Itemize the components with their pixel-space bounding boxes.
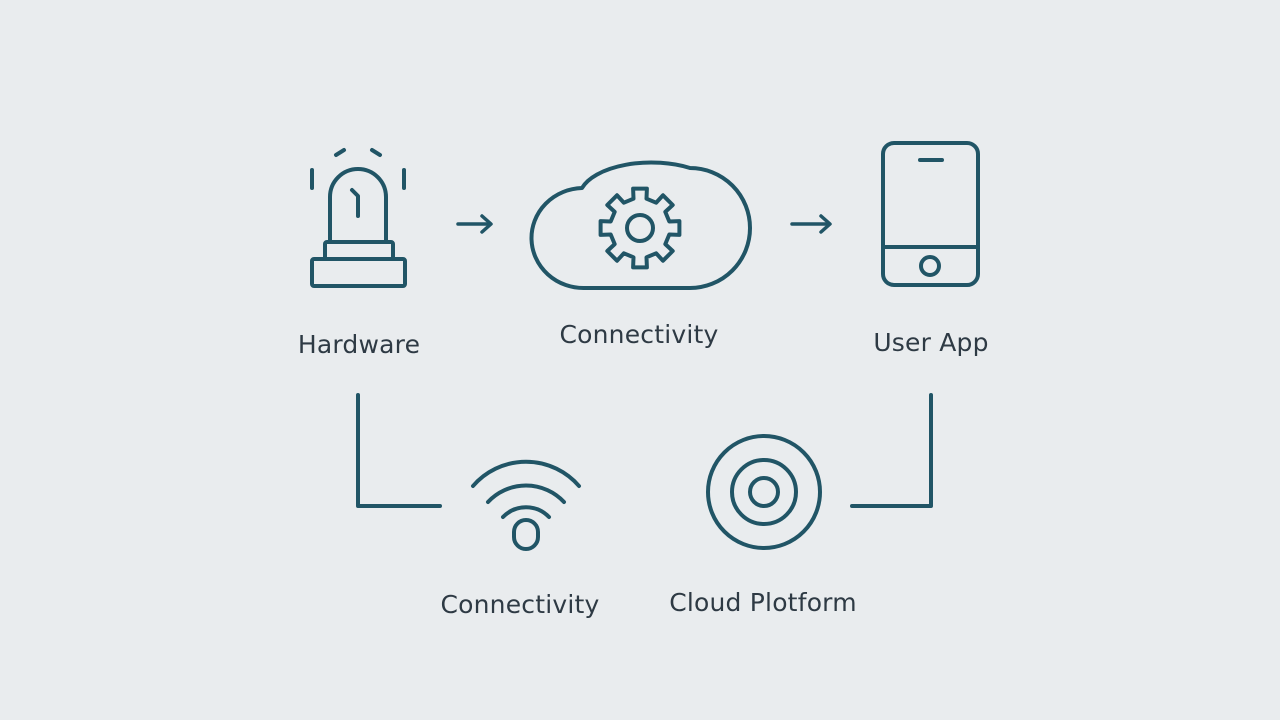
label-cloud-platform: Cloud Plotform bbox=[669, 588, 857, 617]
label-connectivity-cloud: Connectivity bbox=[559, 320, 719, 349]
label-hardware: Hardware bbox=[297, 330, 421, 359]
connector-hardware-to-wifi bbox=[356, 393, 442, 508]
connector-app-to-cloud-platform bbox=[850, 393, 933, 508]
target-rings-icon bbox=[706, 434, 822, 550]
wifi-icon bbox=[471, 459, 581, 551]
alarm-beacon-icon bbox=[310, 148, 407, 288]
arrow-hardware-to-cloud bbox=[456, 214, 493, 234]
label-connectivity-wifi: Connectivity bbox=[440, 590, 600, 619]
arrow-cloud-to-app bbox=[790, 214, 832, 234]
smartphone-icon bbox=[881, 141, 980, 287]
label-user-app: User App bbox=[873, 328, 989, 357]
cloud-gear-icon bbox=[529, 160, 752, 291]
gear-icon bbox=[598, 186, 682, 270]
